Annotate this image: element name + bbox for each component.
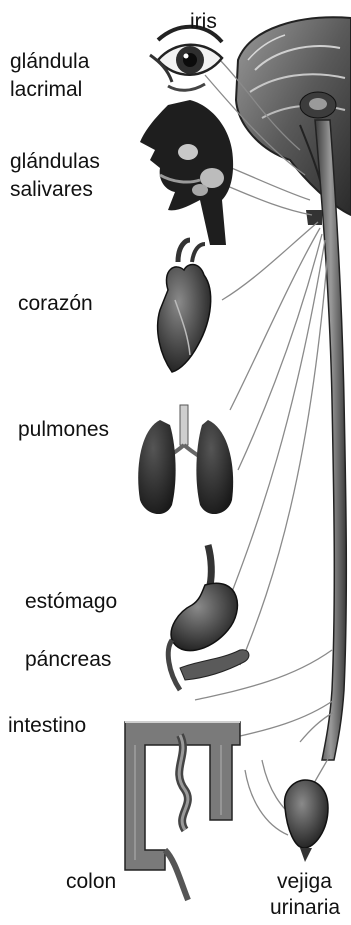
label-vejiga-urinaria-line1: vejiga	[277, 870, 332, 894]
label-estomago: estómago	[25, 590, 117, 614]
spinal-cord	[306, 120, 346, 760]
label-glandula-lacrimal-line1: glándula	[10, 50, 89, 74]
heart	[158, 240, 211, 372]
label-glandulas-salivares-line1: glándulas	[10, 150, 100, 174]
bladder	[285, 780, 328, 862]
label-glandulas-salivares-line2: salivares	[10, 178, 93, 202]
face-profile	[140, 100, 233, 245]
pancreas	[180, 650, 249, 680]
label-colon: colon	[66, 870, 116, 894]
eye	[150, 27, 222, 91]
label-vejiga-urinaria-line2: urinaria	[270, 896, 340, 920]
lungs	[138, 405, 233, 514]
label-pancreas: páncreas	[25, 648, 111, 672]
label-intestino: intestino	[8, 714, 86, 738]
label-pulmones: pulmones	[18, 418, 109, 442]
label-corazon: corazón	[18, 292, 93, 316]
colon	[125, 722, 240, 900]
label-glandula-lacrimal-line2: lacrimal	[10, 78, 82, 102]
label-iris: iris	[190, 10, 217, 34]
